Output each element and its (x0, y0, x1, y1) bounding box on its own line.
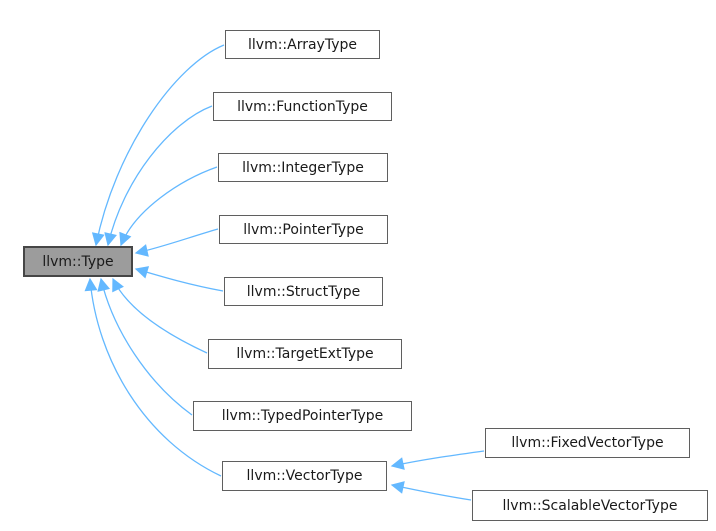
class-node-llvm-targetexttype[interactable]: llvm::TargetExtType (208, 339, 402, 369)
class-node-llvm-integertype[interactable]: llvm::IntegerType (218, 153, 388, 182)
inheritance-arrow-scalablevectortype-to-vectortype (390, 481, 472, 501)
class-node-llvm-scalablevectortype[interactable]: llvm::ScalableVectorType (472, 490, 708, 521)
class-node-llvm-structtype[interactable]: llvm::StructType (224, 277, 383, 306)
inheritance-arrow-integertype-to-type (119, 166, 218, 247)
inheritance-arrow-fixedvectortype-to-vectortype (390, 450, 485, 470)
class-node-llvm-fixedvectortype[interactable]: llvm::FixedVectorType (485, 428, 690, 458)
class-node-llvm-pointertype[interactable]: llvm::PointerType (219, 215, 388, 244)
inheritance-arrow-structtype-to-type (134, 266, 224, 292)
inheritance-arrow-functiontype-to-type (104, 105, 213, 247)
inheritance-arrow-typedpointertype-to-type (97, 277, 193, 416)
class-node-llvm-vectortype[interactable]: llvm::VectorType (222, 461, 387, 491)
inheritance-arrow-vectortype-to-type (84, 277, 222, 477)
inheritance-arrow-pointertype-to-type (134, 228, 219, 257)
inheritance-arrow-targetexttype-to-type (112, 277, 208, 354)
class-node-llvm-typedpointertype[interactable]: llvm::TypedPointerType (193, 401, 412, 431)
class-node-llvm-functiontype[interactable]: llvm::FunctionType (213, 92, 392, 121)
inheritance-arrow-arraytype-to-type (91, 44, 225, 247)
class-node-llvm-type: llvm::Type (23, 246, 133, 277)
class-node-llvm-arraytype[interactable]: llvm::ArrayType (225, 30, 380, 59)
